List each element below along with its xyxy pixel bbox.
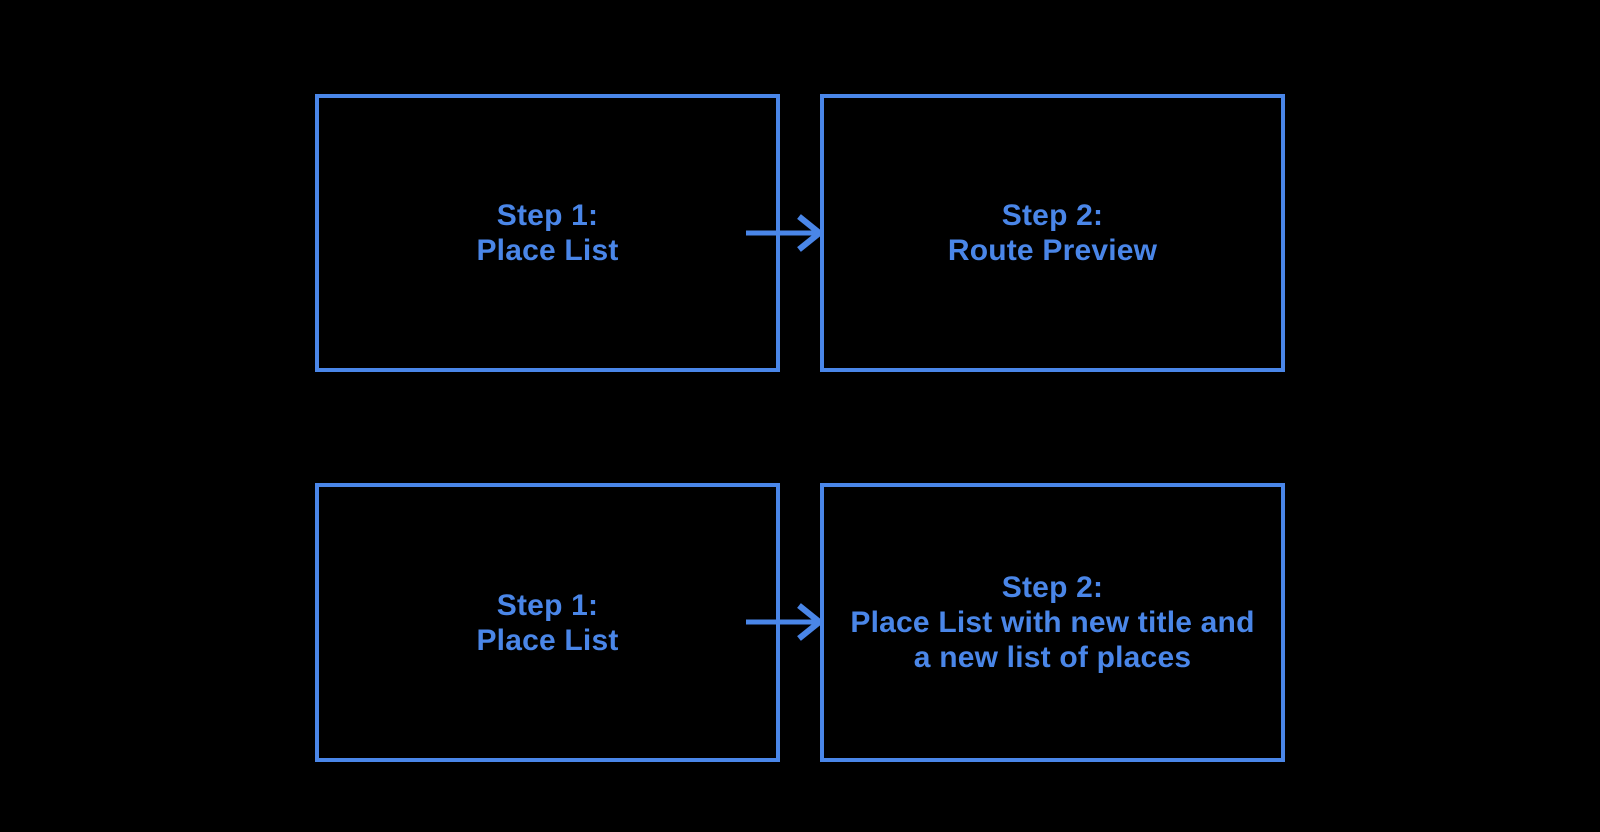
flow-box-step2-route-preview: Step 2:Route Preview — [820, 94, 1285, 372]
box-label-line: Place List — [476, 623, 619, 657]
box-label-line: Place List with new title and — [850, 606, 1255, 639]
box-label-line: Step 1: — [496, 199, 599, 232]
box-label-line: Route Preview — [947, 234, 1158, 267]
flow-box-step1-place-list-top: Step 1:Place List — [315, 94, 780, 372]
box-label: Step 1:Place List — [476, 198, 618, 268]
box-label: Step 1:Place List — [476, 588, 618, 658]
box-label-line: Step 2: — [1001, 199, 1104, 232]
arrow-right-icon — [746, 214, 824, 252]
box-label-line: Step 1: — [496, 588, 599, 622]
box-label-line: Step 2: — [1001, 571, 1104, 604]
arrow-right-icon — [746, 603, 824, 641]
flow-box-step1-place-list-bottom: Step 1:Place List — [315, 483, 780, 762]
box-label-line: Place List — [476, 234, 619, 267]
box-label: Step 2:Route Preview — [948, 198, 1157, 268]
box-label-line: a new list of places — [913, 641, 1192, 674]
